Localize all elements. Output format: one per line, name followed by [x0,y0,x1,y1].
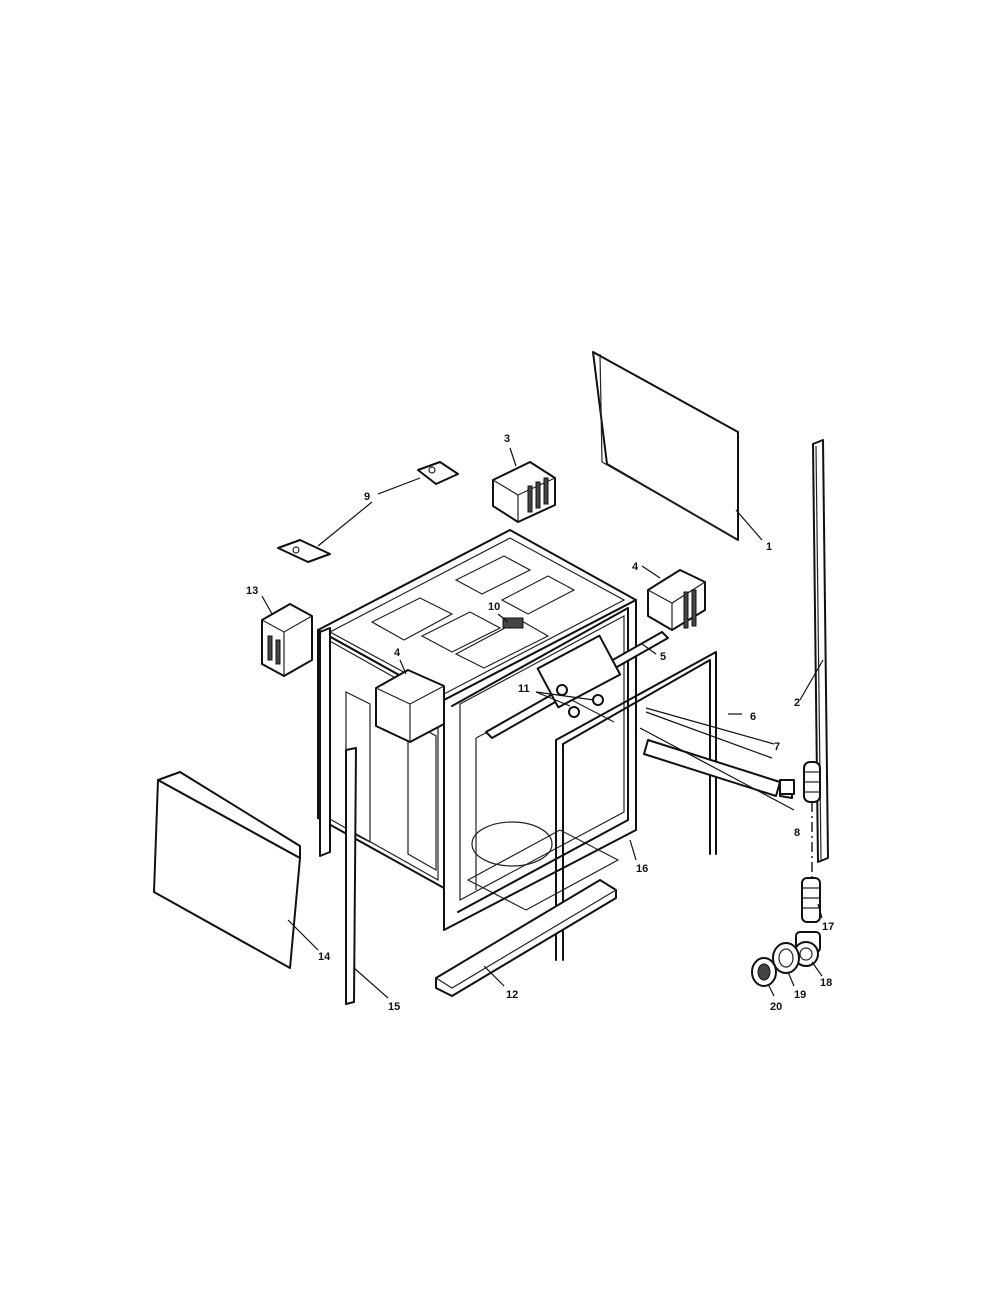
part-17-hose [801,761,823,923]
callout-3: 3 [504,433,510,445]
part-13-side-bracket [261,595,313,677]
callout-5: 5 [660,651,666,663]
part-20-cap [751,957,777,997]
part-2-trim-strip [799,439,829,863]
part-3-top-bracket [492,447,556,523]
part-18-valve [793,931,823,977]
part-11-fasteners [535,634,622,718]
callout-7: 7 [774,741,780,753]
part-8-cap [639,727,795,811]
callout-20: 20 [770,1001,782,1013]
callout-13: 13 [246,585,258,597]
part-4-corner-bracket-right [641,565,706,631]
callout-8: 8 [794,827,800,839]
part-19-ring [772,942,800,987]
part-15-side-strip [345,747,389,1005]
callout-19: 19 [794,989,806,1001]
part-4-corner-bracket-left [375,659,445,743]
callout-4-left: 4 [394,647,401,659]
callout-16: 16 [636,863,648,875]
part-14-kick-panel [153,771,319,969]
callout-6: 6 [750,711,756,723]
callout-1: 1 [766,541,772,553]
callout-4-right: 4 [632,561,639,573]
part-9-hinge-plates [277,461,459,563]
part-6-door-seal [555,651,742,961]
callout-9: 9 [364,491,370,503]
callout-15: 15 [388,1001,400,1013]
callout-17: 17 [822,921,834,933]
callout-14: 14 [318,951,331,963]
callout-18: 18 [820,977,832,989]
callout-12: 12 [506,989,518,1001]
part-1-side-panel [592,351,763,541]
callout-11: 11 [518,683,530,695]
callout-2: 2 [794,697,800,709]
callout-10: 10 [488,601,500,613]
part-12-bottom-rail [435,879,617,997]
part-7-tube [643,707,793,799]
part-16-leader [629,839,637,861]
